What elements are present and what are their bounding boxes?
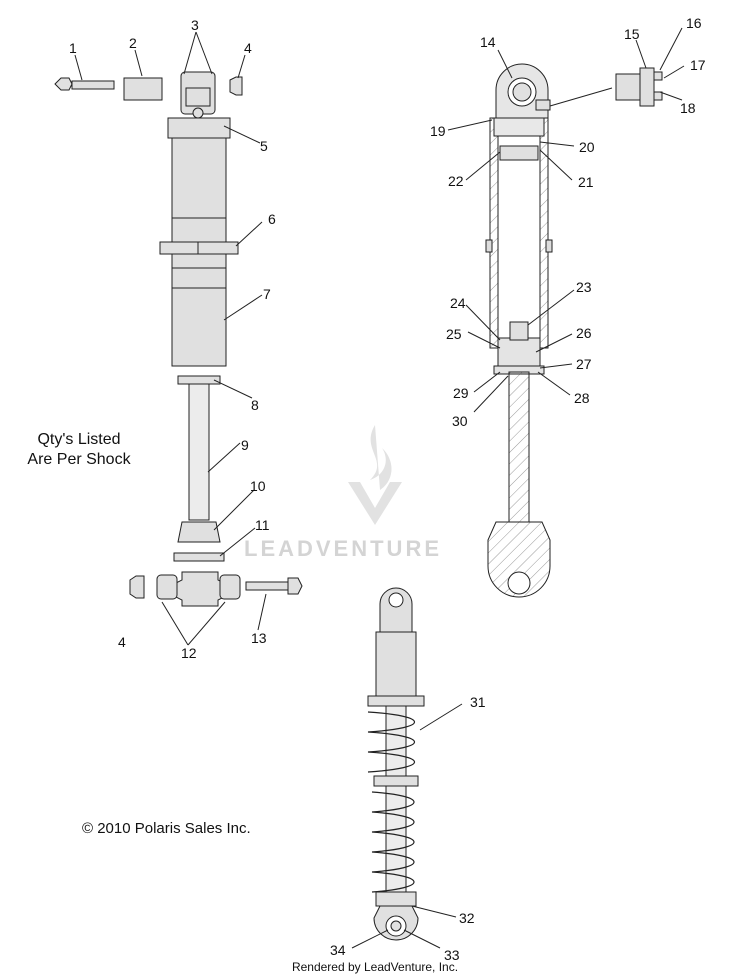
callout-16: 16 <box>686 15 702 31</box>
callout-14: 14 <box>480 34 496 50</box>
callout-4a: 4 <box>244 40 252 56</box>
callout-8: 8 <box>251 397 259 413</box>
part-8-seal <box>177 375 221 385</box>
leadventure-flame-watermark-icon <box>348 425 402 525</box>
callout-18: 18 <box>680 100 696 116</box>
part-4-nut-bottom <box>129 575 145 599</box>
callout-20: 20 <box>579 139 595 155</box>
part-9-shaft <box>188 383 210 521</box>
part-11-plate <box>173 552 225 562</box>
part-12-clevis <box>156 571 241 607</box>
callout-32: 32 <box>459 910 475 926</box>
part-10-bumper <box>177 521 221 543</box>
callout-19: 19 <box>430 123 446 139</box>
rendered-by-footer: Rendered by LeadVenture, Inc. <box>291 960 459 974</box>
quantity-note-line-1: Qty's Listed <box>37 431 121 448</box>
callout-12: 12 <box>181 645 197 661</box>
part-4-nut <box>229 76 243 96</box>
part-31-spring <box>367 711 416 893</box>
callout-9: 9 <box>241 437 249 453</box>
left-leader-lines <box>74 31 267 646</box>
callout-21: 21 <box>578 174 594 190</box>
copyright-text: © 2010 Polaris Sales Inc. <box>82 820 251 837</box>
callout-25: 25 <box>446 326 462 342</box>
callout-7: 7 <box>263 286 271 302</box>
callout-1: 1 <box>69 40 77 56</box>
callout-5: 5 <box>260 138 268 154</box>
watermark-text: LEADVENTURE <box>244 536 443 561</box>
part-1-bolt <box>54 77 115 91</box>
assembled-shock <box>367 587 425 941</box>
part-2-bushing <box>123 77 163 101</box>
callout-23: 23 <box>576 279 592 295</box>
callout-22: 22 <box>448 173 464 189</box>
callout-17: 17 <box>690 57 706 73</box>
callout-28: 28 <box>574 390 590 406</box>
callout-2: 2 <box>129 35 137 51</box>
callout-24: 24 <box>450 295 466 311</box>
callout-4b: 4 <box>118 634 126 650</box>
callout-3: 3 <box>191 17 199 33</box>
callout-15: 15 <box>624 26 640 42</box>
part-5-cap <box>167 117 231 219</box>
callout-29: 29 <box>453 385 469 401</box>
part-13-bolt <box>245 577 303 595</box>
callout-30: 30 <box>452 413 468 429</box>
section-view <box>485 63 663 598</box>
part-6-retainer <box>159 241 239 255</box>
part-7-body <box>171 287 227 367</box>
callout-34: 34 <box>330 942 346 958</box>
callout-31: 31 <box>470 694 486 710</box>
exploded-shock <box>54 71 303 607</box>
callout-26: 26 <box>576 325 592 341</box>
callout-33: 33 <box>444 947 460 963</box>
callout-11: 11 <box>255 517 270 533</box>
callout-13: 13 <box>251 630 267 646</box>
part-3-bushings <box>180 71 216 119</box>
quantity-note-line-2: Are Per Shock <box>27 451 131 468</box>
bottom-leader-lines <box>351 703 463 949</box>
right-leader-lines <box>447 27 685 413</box>
quantity-note: Qty's Listed Are Per Shock <box>4 430 154 470</box>
callout-27: 27 <box>576 356 592 372</box>
callout-6: 6 <box>268 211 276 227</box>
callout-10: 10 <box>250 478 266 494</box>
part-15-18-fitting <box>615 67 663 107</box>
